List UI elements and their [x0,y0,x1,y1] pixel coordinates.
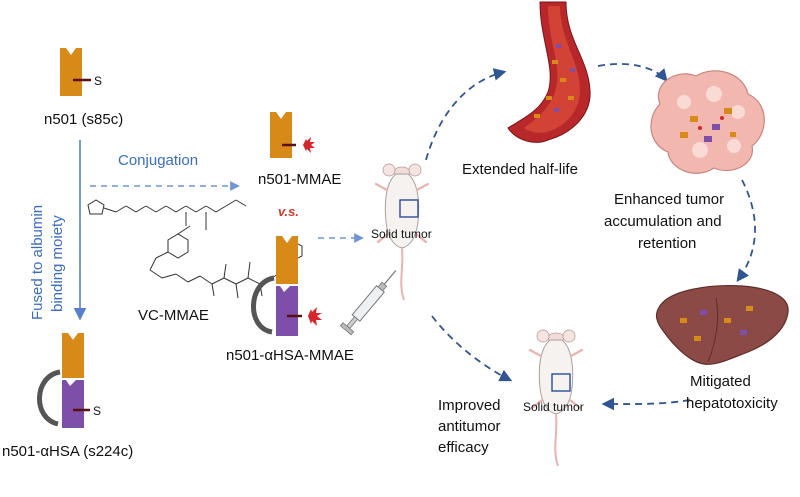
mmae-drug-icon [308,307,322,326]
arrow-to-vessel [425,68,507,161]
solid-tumor-label-1: Solid tumor [371,227,432,241]
solid-tumor-label-2: Solid tumor [523,400,584,414]
improved-label-line1: Improved [438,397,501,414]
fused-label-line2: binding moiety [49,215,66,312]
arrow-to-efficacy [431,315,513,382]
arrow-to-liver [736,179,756,283]
fused-label-line1: Fused to albumin [29,205,46,320]
thiol-label-top: S [94,74,102,88]
n501-mmae-icon [270,112,315,158]
mmae-drug-icon [303,137,315,153]
n501-label: n501 (s85c) [44,111,123,128]
n501-ahsa-mmae-icon [251,236,322,336]
blood-vessel-icon [507,1,591,143]
n501-ahsa-label: n501-αHSA (s224c) [2,443,133,460]
syringe-icon [339,270,397,336]
vs-label: v.s. [278,204,299,219]
tumor-tissue-icon [650,70,765,174]
arrow-from-liver [601,397,691,411]
mitigated-label-line2: hepatotoxicity [686,395,778,412]
improved-label-line2: antitumor [438,418,501,435]
conjugation-label: Conjugation [118,152,198,169]
enhanced-label-line2: accumulation and [604,213,722,230]
n501-nanobody-icon [60,48,91,96]
liver-icon [655,285,789,365]
n501-ahsa-construct-icon [37,333,90,428]
n501-ahsa-mmae-label: n501-αHSA-MMAE [226,347,354,364]
mouse-icon-treated [528,328,584,468]
improved-label-line3: efficacy [438,439,489,456]
thiol-label-bottom: S [93,404,101,418]
tumor-box [399,199,419,218]
tumor-box-treated [551,373,571,392]
enhanced-label-line3: retention [638,235,696,252]
vc-mmae-structure-icon [87,199,303,299]
extended-half-life-label: Extended half-life [462,161,578,178]
mitigated-label-line1: Mitigated [690,373,751,390]
vc-mmae-label: VC-MMAE [138,307,209,324]
arrow-to-tumor [597,63,668,82]
enhanced-label-line1: Enhanced tumor [614,191,724,208]
n501-mmae-label: n501-MMAE [258,171,341,188]
